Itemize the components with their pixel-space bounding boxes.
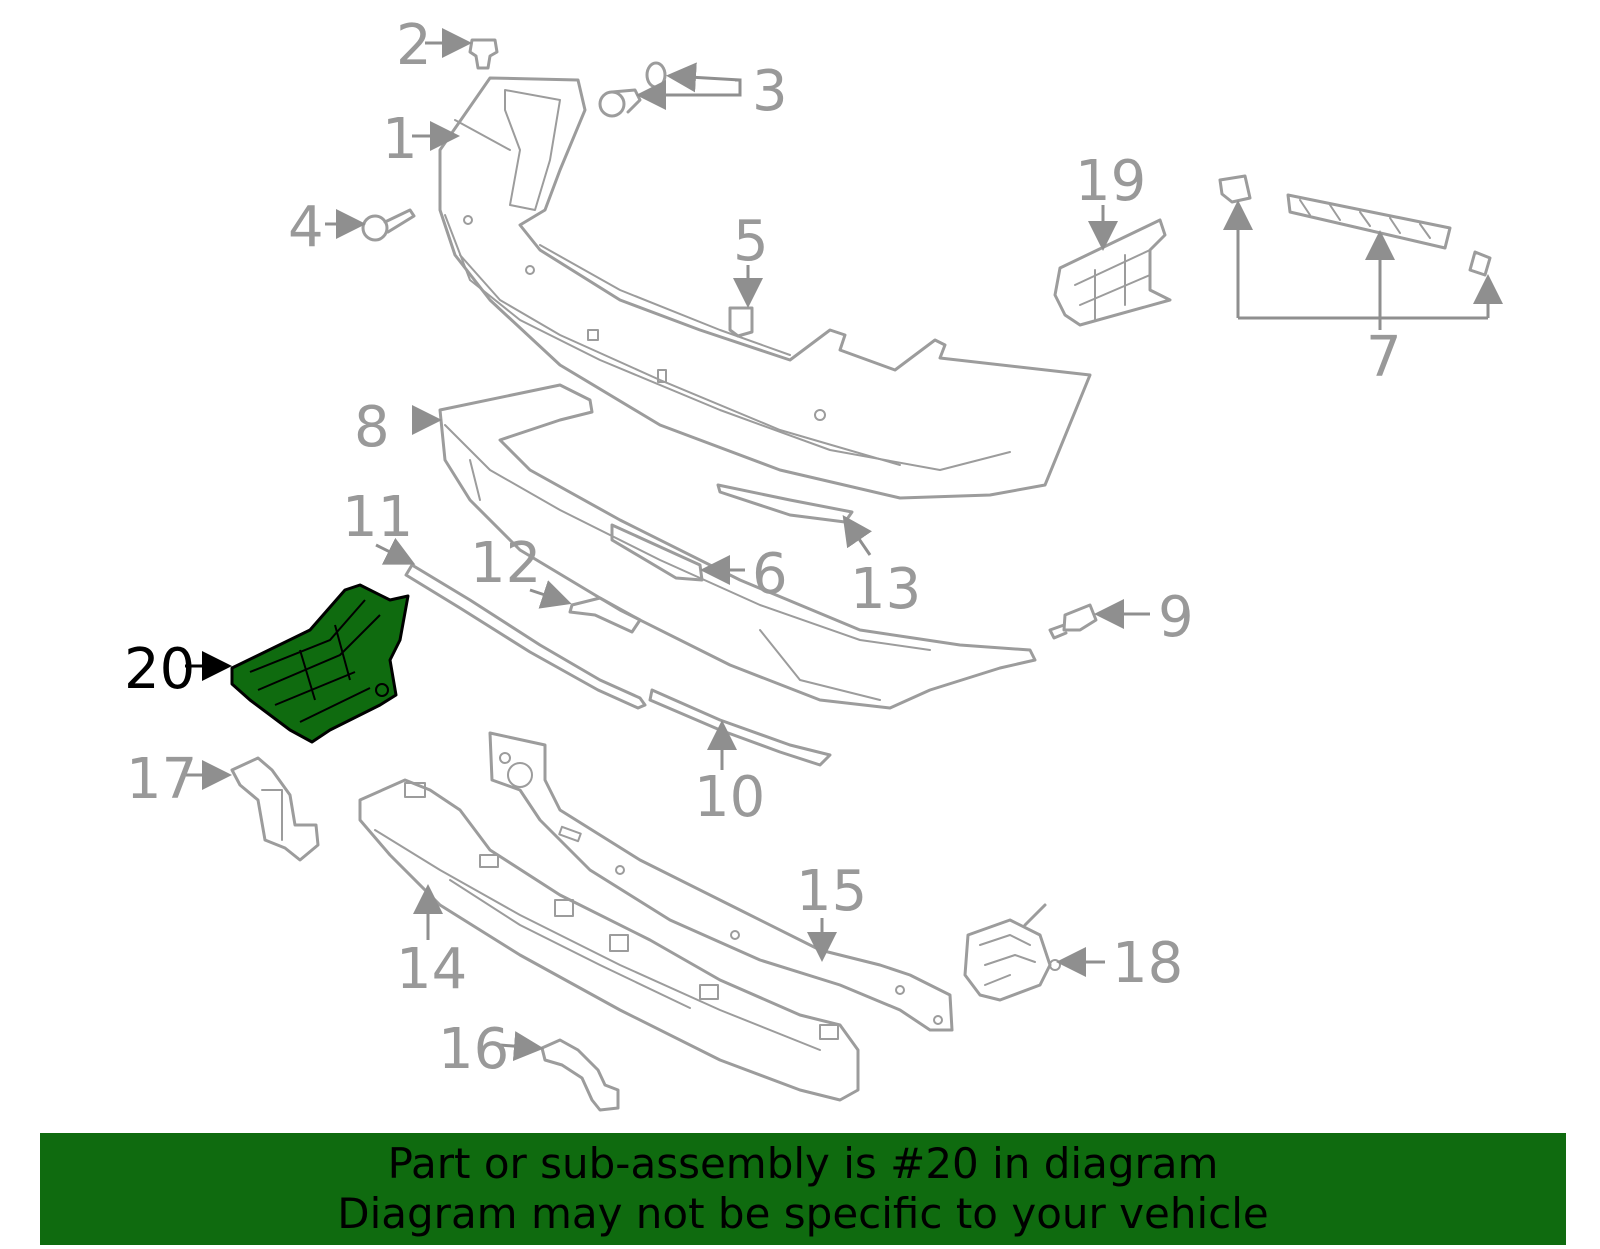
part-17-bracket[interactable]: 17 <box>126 747 320 862</box>
banner-line-1: Part or sub-assembly is #20 in diagram <box>387 1139 1219 1188</box>
callout-7: 7 <box>1366 325 1402 390</box>
part-20-highlighted[interactable]: 20 <box>124 583 410 744</box>
part-11-trim-strip[interactable]: 11 <box>342 485 647 710</box>
info-banner: Part or sub-assembly is #20 in diagram D… <box>40 1133 1566 1245</box>
part-18-sensor[interactable]: 18 <box>963 903 1183 1002</box>
callout-12: 12 <box>470 531 541 596</box>
part-6-bracket[interactable]: 6 <box>610 523 788 607</box>
part-3-grommet[interactable]: 3 <box>598 59 788 124</box>
callout-16: 16 <box>438 1017 509 1082</box>
callout-4: 4 <box>288 195 324 260</box>
part-1-bumper-cover[interactable] <box>438 76 1092 500</box>
callout-8: 8 <box>354 395 390 460</box>
callout-5: 5 <box>733 209 769 274</box>
callout-14: 14 <box>396 937 467 1002</box>
part-2-clip[interactable]: 2 <box>396 13 499 78</box>
part-15-beam[interactable]: 15 <box>488 731 954 1032</box>
callout-19: 19 <box>1075 149 1146 214</box>
callout-13: 13 <box>850 557 921 622</box>
callout-3: 3 <box>752 59 788 124</box>
callout-6: 6 <box>752 542 788 607</box>
part-16-bracket[interactable]: 16 <box>438 1017 620 1112</box>
part-14-absorber[interactable]: 14 <box>358 778 860 1102</box>
callout-17: 17 <box>126 747 197 812</box>
callout-11: 11 <box>342 485 413 550</box>
callout-2: 2 <box>396 13 432 78</box>
part-13-trim[interactable]: 13 <box>716 483 921 622</box>
part-10-trim-strip[interactable]: 10 <box>648 688 832 830</box>
part-8-lower-valance[interactable]: 8 <box>354 383 1037 710</box>
part-5-nut-clip[interactable]: 5 <box>728 209 769 338</box>
banner-line-2: Diagram may not be specific to your vehi… <box>337 1189 1269 1238</box>
part-19-bracket[interactable]: 19 <box>1053 149 1172 327</box>
part-12-bracket[interactable]: 12 <box>470 531 642 634</box>
part-4-screw[interactable]: 4 <box>288 195 416 260</box>
callout-9: 9 <box>1158 585 1194 650</box>
callout-10: 10 <box>694 765 765 830</box>
callout-1: 1 <box>382 107 418 172</box>
part-9-bolt[interactable]: 9 <box>1048 585 1194 650</box>
part-7-bracket-set[interactable]: 7 <box>1218 174 1503 390</box>
callout-15: 15 <box>796 859 867 924</box>
callout-18: 18 <box>1112 931 1183 996</box>
callout-20: 20 <box>124 637 195 702</box>
